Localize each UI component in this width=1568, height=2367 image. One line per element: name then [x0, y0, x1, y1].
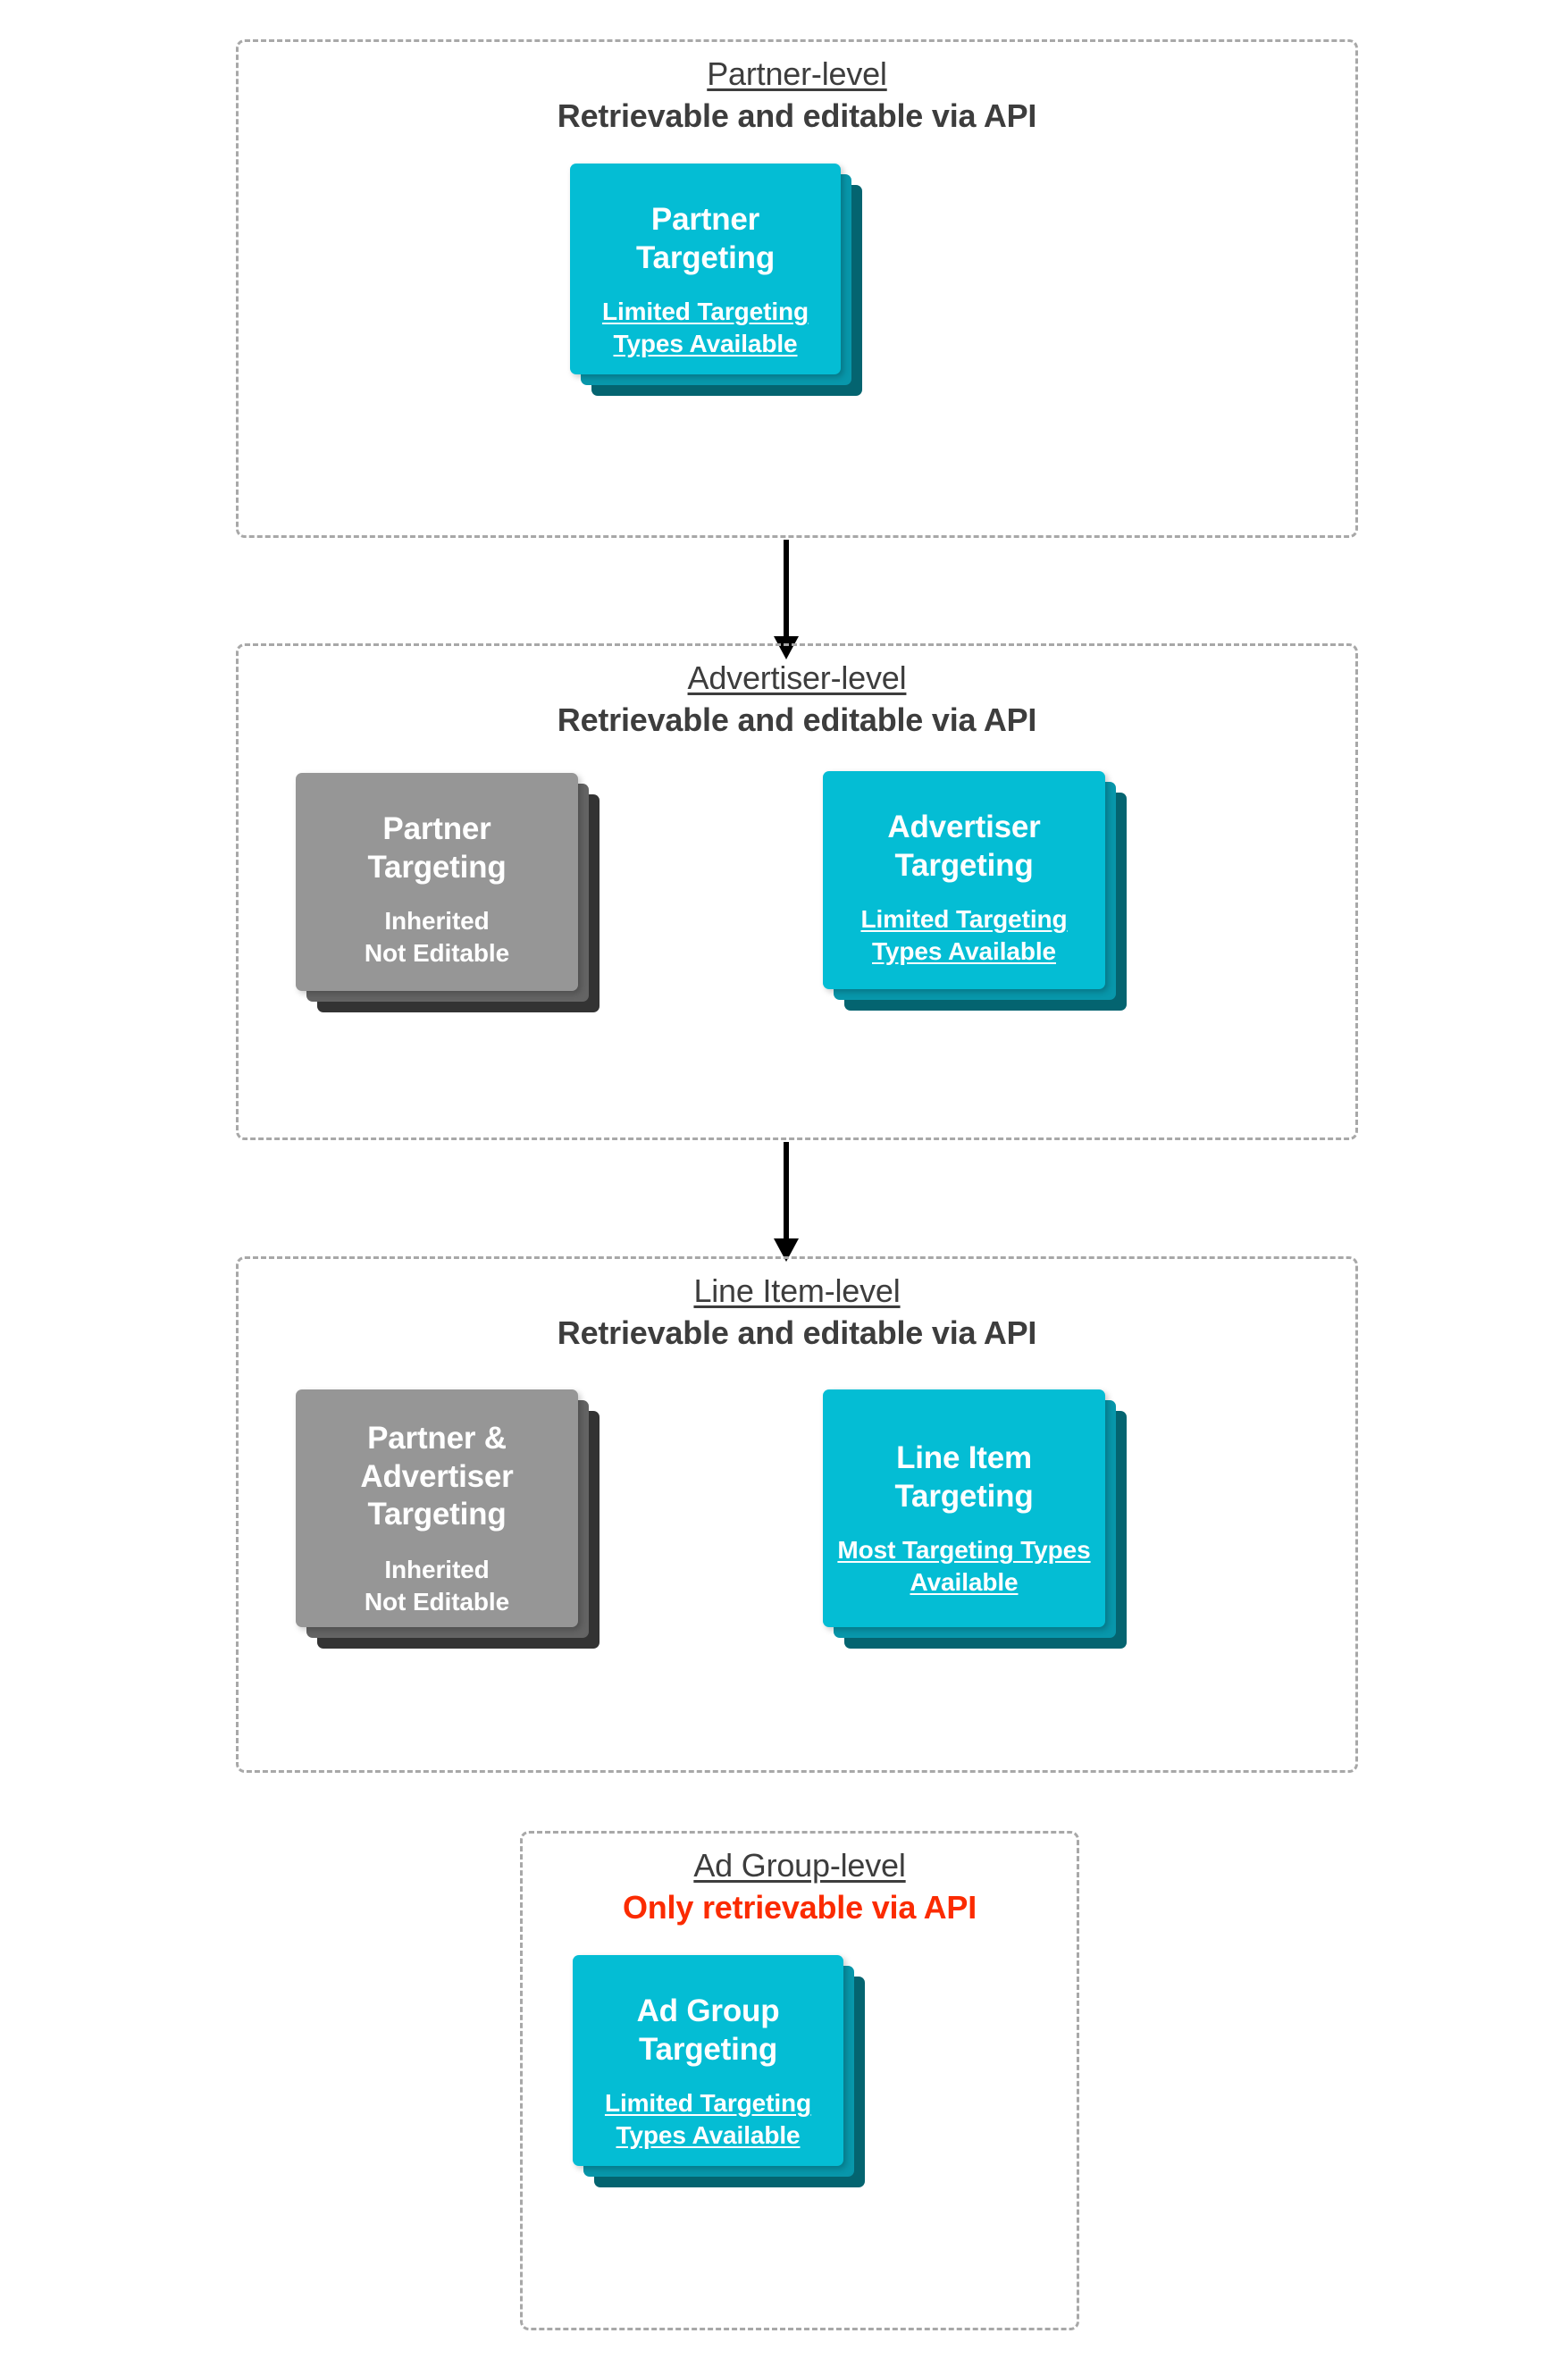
connector-shaft: [784, 540, 789, 636]
connector-partner-to-advertiser: [768, 540, 804, 659]
level-api-note-ad-group: Only retrievable via API: [622, 1888, 977, 1926]
card-title: Partner Targeting: [635, 202, 776, 275]
card-note[interactable]: Limited Targeting Types Available: [601, 298, 809, 358]
level-api-note-line-item: Retrievable and editable via API: [557, 1314, 1037, 1351]
level-panel-line-item: Line Item-level Retrievable and editable…: [236, 1256, 1358, 1773]
card-stack-partner-targeting[interactable]: Partner Targeting Limited Targeting Type…: [570, 164, 862, 396]
card-face-inherited-partner-targeting[interactable]: Partner Targeting Inherited Not Editable: [296, 773, 578, 991]
connector-advertiser-to-line-item: [768, 1142, 804, 1262]
card-note: Inherited Not Editable: [364, 907, 510, 968]
card-stack-inherited-partner-targeting[interactable]: Partner Targeting Inherited Not Editable: [296, 773, 600, 1012]
card-stack-line-item-targeting[interactable]: Line Item Targeting Most Targeting Types…: [823, 1389, 1127, 1649]
level-title-line-item: Line Item-level: [693, 1272, 901, 1309]
connector-arrowhead: [774, 636, 799, 659]
card-face-inherited-partner-advertiser-targeting[interactable]: Partner & Advertiser Targeting Inherited…: [296, 1389, 578, 1627]
level-title-advertiser: Advertiser-level: [687, 659, 907, 696]
card-face-advertiser-targeting[interactable]: Advertiser Targeting Limited Targeting T…: [823, 771, 1105, 989]
card-stack-advertiser-targeting[interactable]: Advertiser Targeting Limited Targeting T…: [823, 771, 1127, 1011]
card-title: Advertiser Targeting: [887, 810, 1041, 883]
level-title-ad-group: Ad Group-level: [693, 1847, 906, 1884]
card-title: Line Item Targeting: [894, 1440, 1034, 1514]
level-api-note-partner: Retrievable and editable via API: [557, 97, 1037, 134]
connector-shaft: [784, 1142, 789, 1238]
card-face-ad-group-targeting[interactable]: Ad Group Targeting Limited Targeting Typ…: [573, 1955, 843, 2166]
card-note: Inherited Not Editable: [364, 1556, 510, 1616]
level-header-line-item: Line Item-level Retrievable and editable…: [239, 1272, 1355, 1353]
card-title: Ad Group Targeting: [636, 1993, 780, 2067]
level-header-partner: Partner-level Retrievable and editable v…: [239, 55, 1355, 136]
card-face-partner-targeting[interactable]: Partner Targeting Limited Targeting Type…: [570, 164, 841, 374]
card-face-line-item-targeting[interactable]: Line Item Targeting Most Targeting Types…: [823, 1389, 1105, 1627]
level-panel-partner: Partner-level Retrievable and editable v…: [236, 39, 1358, 538]
card-title: Partner Targeting: [367, 811, 507, 885]
level-panel-advertiser: Advertiser-level Retrievable and editabl…: [236, 643, 1358, 1140]
card-stack-inherited-partner-advertiser-targeting[interactable]: Partner & Advertiser Targeting Inherited…: [296, 1389, 600, 1649]
level-header-advertiser: Advertiser-level Retrievable and editabl…: [239, 659, 1355, 740]
level-title-partner: Partner-level: [707, 55, 887, 92]
level-panel-ad-group: Ad Group-level Only retrievable via API …: [520, 1831, 1079, 2330]
card-note[interactable]: Limited Targeting Types Available: [604, 2089, 812, 2150]
card-title: Partner & Advertiser Targeting: [360, 1421, 514, 1532]
card-note[interactable]: Limited Targeting Types Available: [860, 905, 1068, 966]
level-api-note-advertiser: Retrievable and editable via API: [557, 701, 1037, 738]
level-header-ad-group: Ad Group-level Only retrievable via API: [523, 1846, 1077, 1927]
card-note[interactable]: Most Targeting Types Available: [837, 1536, 1091, 1597]
card-stack-ad-group-targeting[interactable]: Ad Group Targeting Limited Targeting Typ…: [573, 1955, 865, 2187]
